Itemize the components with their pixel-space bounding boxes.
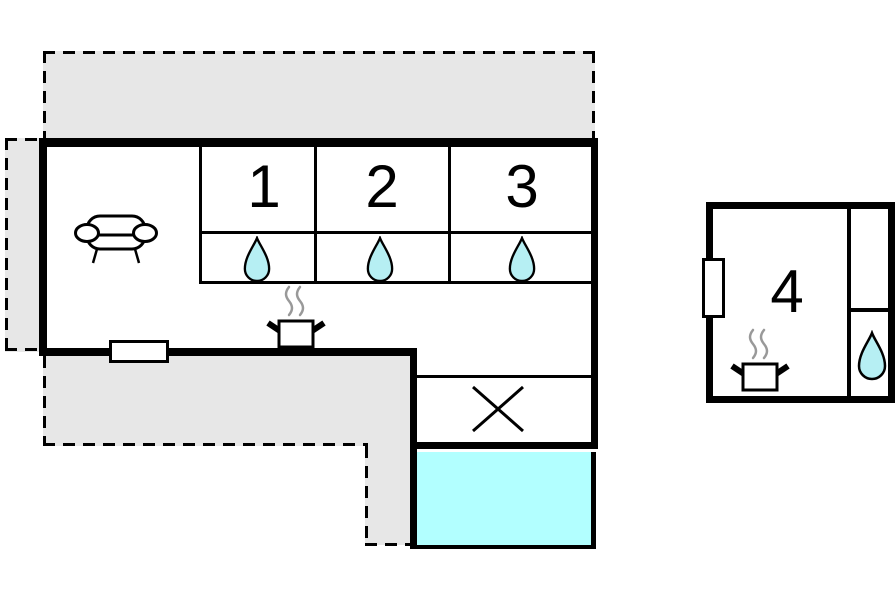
terrace-lower-dashed-edge-bottom bbox=[43, 443, 368, 446]
terrace-left-strip bbox=[5, 138, 39, 352]
annex-partition-horizontal bbox=[851, 308, 888, 312]
partition-room2-room3 bbox=[448, 147, 451, 284]
window-annex-west bbox=[702, 258, 725, 318]
terrace-lower-ext-dashed-edge-left bbox=[365, 446, 368, 543]
terrace-top-dashed-edge-right bbox=[592, 51, 595, 138]
terrace-top-dashed-edge-top bbox=[43, 51, 595, 54]
room-2-label: 2 bbox=[365, 153, 399, 220]
cross-icon bbox=[470, 384, 526, 434]
main-wall-top bbox=[39, 138, 598, 147]
room-1-label: 1 bbox=[247, 153, 281, 220]
stove-icon bbox=[264, 285, 328, 349]
sofa-icon bbox=[74, 211, 158, 265]
window-main-south bbox=[109, 340, 169, 363]
annex-partition-vertical bbox=[847, 209, 851, 396]
room-4-label: 4 bbox=[770, 258, 804, 325]
water-drop-icon bbox=[366, 236, 394, 283]
main-wall-left bbox=[39, 138, 47, 356]
pool bbox=[417, 452, 596, 549]
main-wall-bottom-left bbox=[39, 348, 417, 356]
partition-storage-top bbox=[417, 375, 591, 378]
stove-icon bbox=[728, 328, 792, 392]
room-3-label: 3 bbox=[505, 153, 539, 220]
terrace-lower-extension bbox=[365, 356, 410, 545]
water-drop-icon bbox=[857, 330, 887, 382]
water-drop-icon bbox=[243, 236, 271, 283]
terrace-lower bbox=[43, 356, 365, 446]
partition-droprow-bottom bbox=[199, 281, 591, 284]
terrace-left-dashed-edge-left bbox=[5, 138, 8, 352]
partition-rooms-bottom bbox=[199, 231, 591, 234]
terrace-top-dashed-edge-left bbox=[43, 51, 46, 138]
terrace-left-dashed-edge-bottom bbox=[5, 348, 39, 351]
main-wall-storage-bottom bbox=[410, 442, 598, 449]
terrace-top bbox=[43, 51, 595, 138]
terrace-lower-ext-dashed-edge-bottom bbox=[365, 543, 410, 546]
terrace-lower-dashed-edge-left bbox=[43, 356, 46, 443]
main-wall-right bbox=[591, 138, 598, 449]
water-drop-icon bbox=[508, 236, 536, 283]
partition-room1-left bbox=[199, 147, 202, 284]
partition-room1-room2 bbox=[314, 147, 317, 284]
terrace-left-dashed-edge-top bbox=[5, 138, 39, 141]
